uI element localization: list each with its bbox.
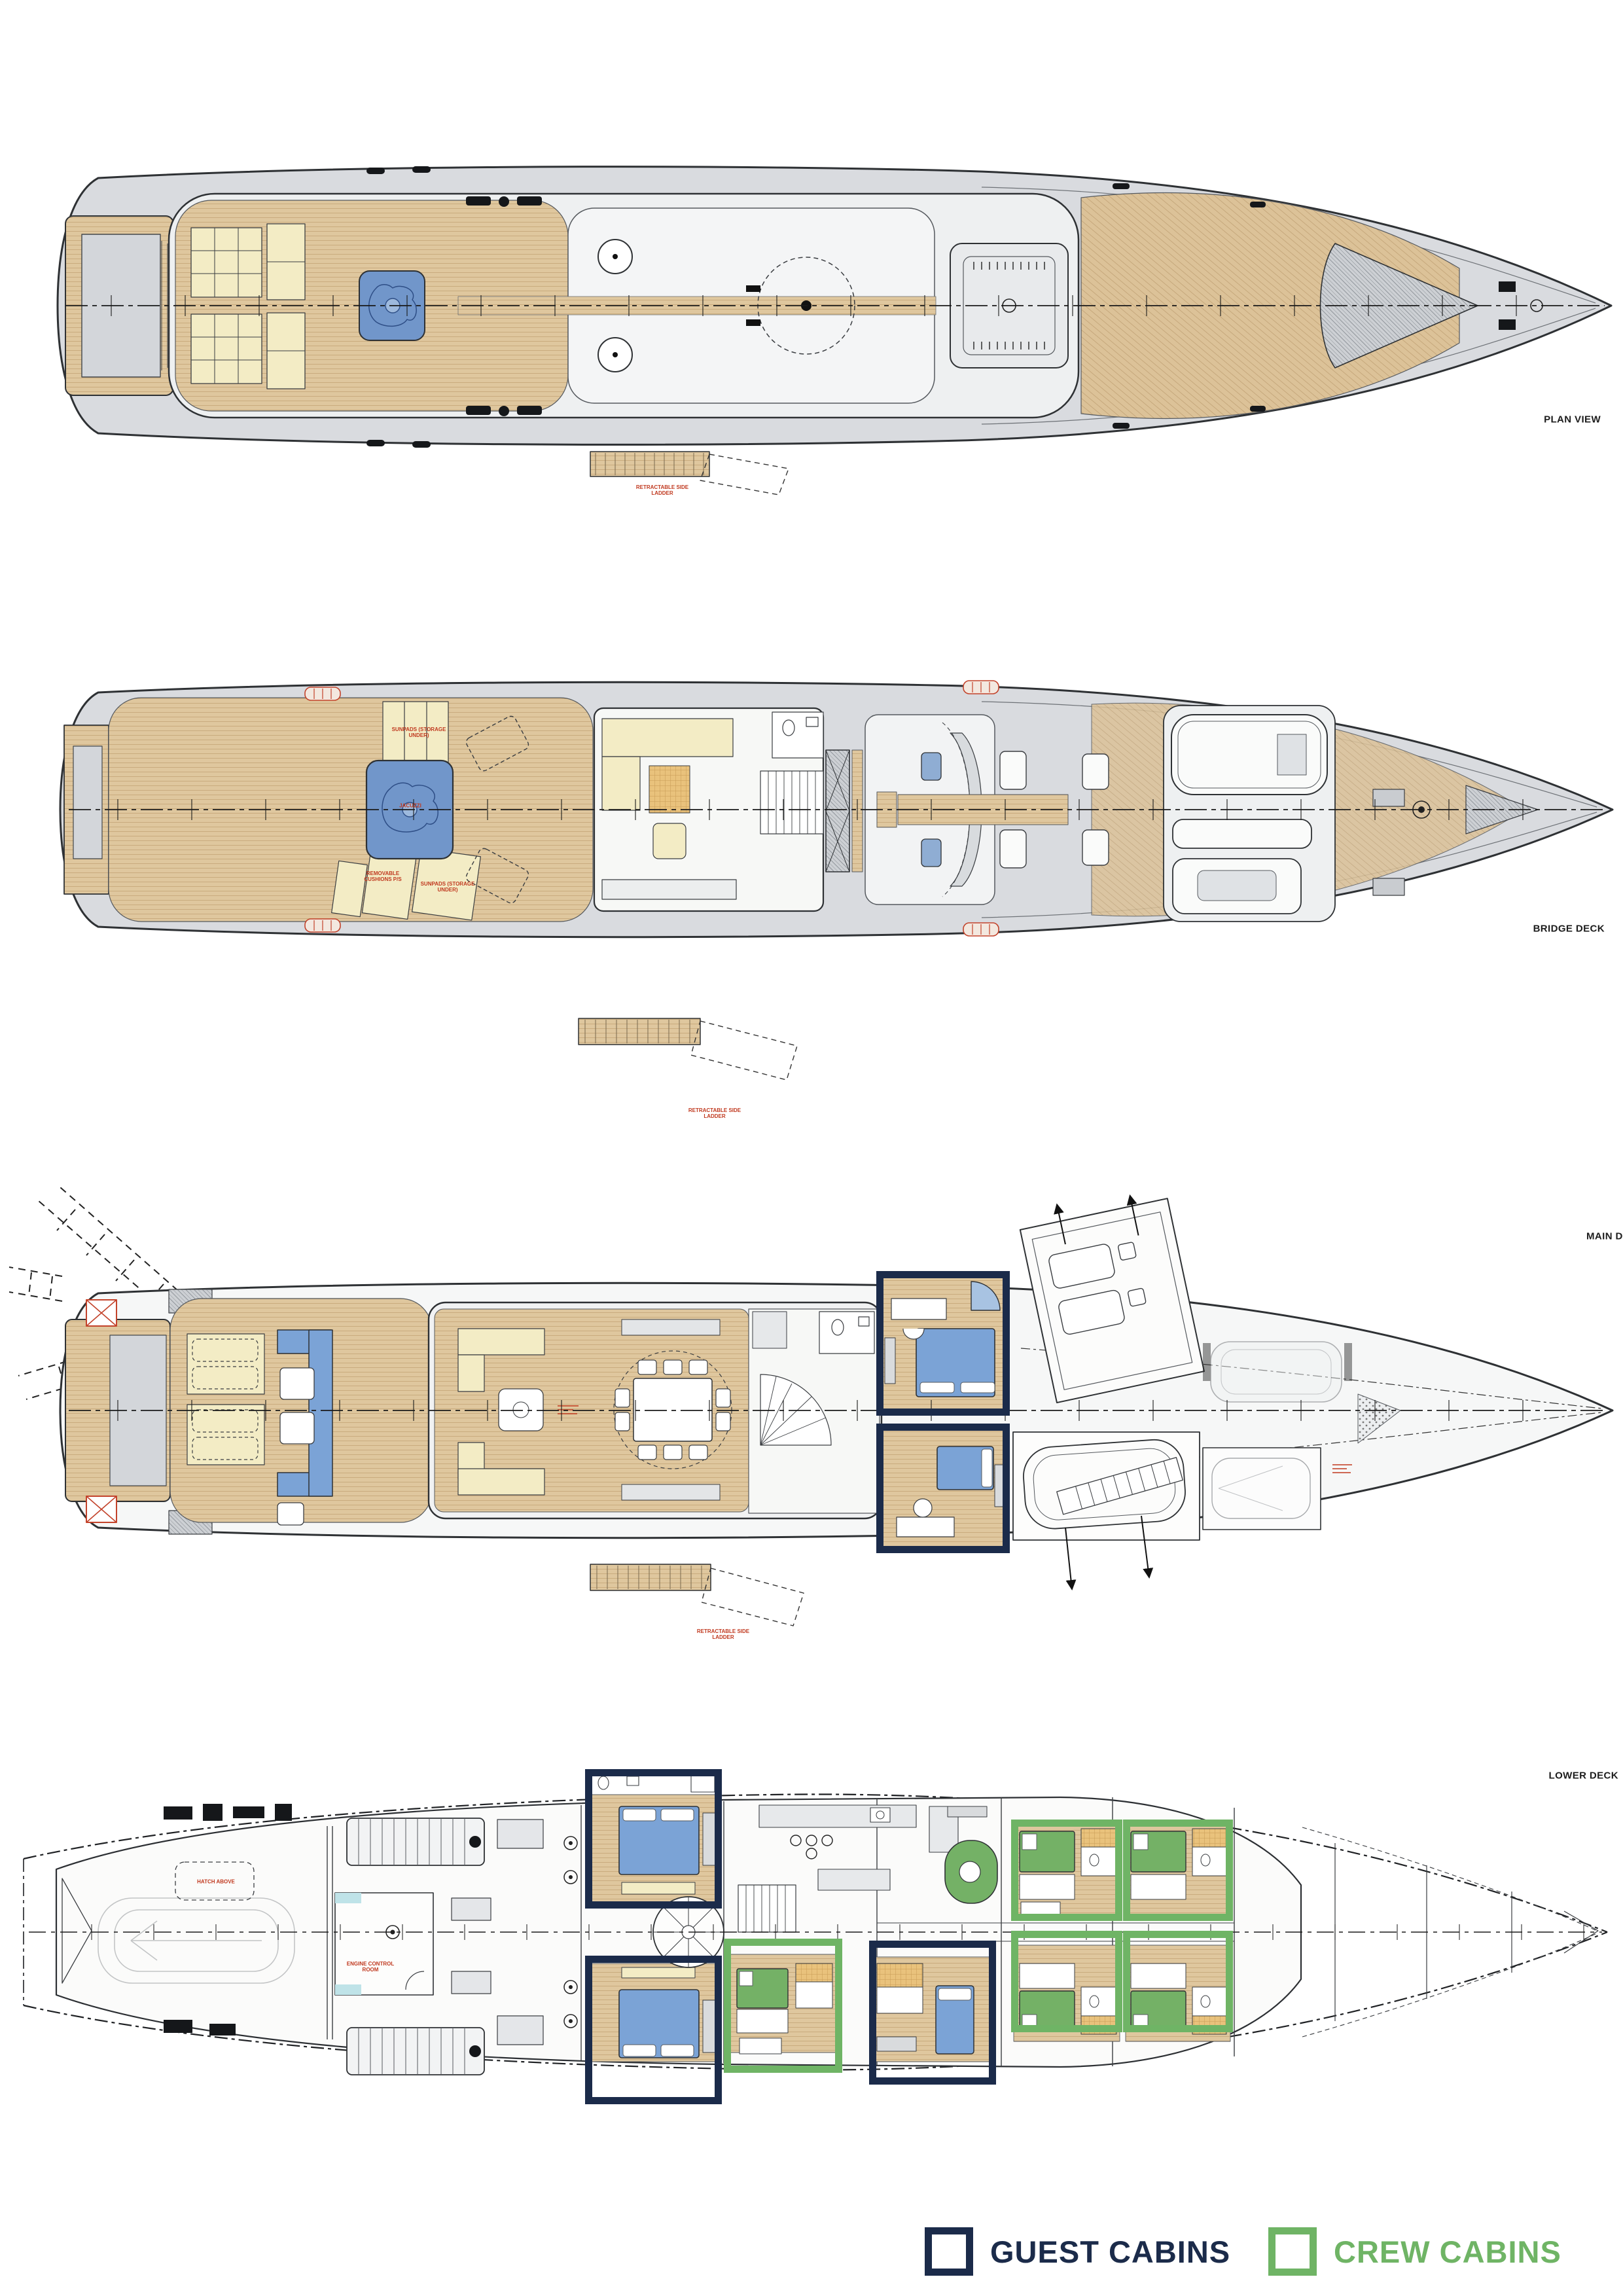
plan-annotation: SUNPADS (STORAGE UNDER) [420, 881, 475, 893]
side-ladder [578, 1018, 798, 1081]
guest-cabin-highlight [876, 1271, 1010, 1416]
plan-annotation: ENGINE CONTROL ROOM [346, 1961, 395, 1973]
plan-annotation: RETRACTABLE SIDE LADDER [688, 1107, 741, 1119]
guest-cabin-highlight [869, 1941, 996, 2085]
engine-room [334, 1818, 578, 2075]
stairs-and-corridor [738, 1884, 796, 1933]
crew-cabins-label: CREW CABINS [1334, 2234, 1561, 2269]
lower-guest-cabin-3 [871, 1956, 994, 2062]
plan-annotation: SUNPADS (STORAGE UNDER) [391, 726, 446, 738]
wheelhouse [865, 714, 1069, 905]
guest-cabins-swatch [925, 2227, 973, 2276]
guest-cabin-1 [881, 1276, 1005, 1411]
stored-tender-ghost [1203, 1341, 1352, 1403]
side-ladder [590, 1564, 804, 1626]
sunpads [331, 701, 481, 921]
plan-annotation: JACUZZI [399, 802, 421, 809]
deck-main [9, 1187, 1614, 1626]
crew-cabins-swatch [1268, 2227, 1317, 2276]
aft-deck-furniture [187, 1329, 333, 1526]
deck-bridge [59, 680, 1614, 1081]
legend-item-guest-cabins: GUEST CABINS [925, 2227, 1230, 2276]
crew-cabin [1125, 1821, 1231, 1919]
deck-label-bridge-deck: BRIDGE DECK [1533, 923, 1605, 935]
crew-cabin-highlight [1123, 1931, 1233, 2032]
plan-annotation: REMOVABLE CUSHIONS P/S [364, 870, 402, 882]
crew-mess [944, 1806, 998, 1904]
deck-label-main-deck: MAIN DECK [1586, 1230, 1623, 1242]
engine-control-room [334, 1892, 434, 1996]
rescue-boat-bay [1202, 1447, 1352, 1530]
lower-guest-cabin-2 [586, 1963, 722, 2062]
crew-cabin-highlight [1011, 1931, 1122, 2032]
guest-cabin-highlight [876, 1424, 1010, 1553]
folding-terrace [1019, 1194, 1205, 1404]
guest-cabin-highlight [585, 1769, 722, 1909]
guest-cabins-label: GUEST CABINS [990, 2234, 1231, 2269]
guest-cabin-2 [881, 1428, 1005, 1549]
plan-annotation: HATCH ABOVE [197, 1878, 235, 1885]
deck-label-lower-deck: LOWER DECK [1548, 1770, 1618, 1782]
crew-cabin-highlight [1123, 1820, 1233, 1921]
deck-plan-view [56, 166, 1613, 495]
sunpads [190, 223, 306, 389]
deck-loungers [465, 715, 529, 904]
portholes [563, 1836, 578, 2028]
small-boat [1172, 819, 1312, 849]
tender [1171, 714, 1328, 795]
skylights [999, 751, 1109, 869]
crew-cabin-highlight [1011, 1820, 1122, 1921]
deck-label-plan-view: PLAN VIEW [1544, 414, 1601, 425]
lobby [748, 1308, 880, 1514]
tender-garage [1012, 1431, 1200, 1590]
plan-annotation: RETRACTABLE SIDE LADDER [696, 1628, 750, 1640]
side-ladder [590, 451, 789, 495]
bow-stipple [1357, 1393, 1401, 1444]
plan-annotation: RETRACTABLE SIDE LADDER [635, 484, 689, 496]
cleats [366, 166, 1266, 448]
lazarette-garage [62, 1804, 295, 2036]
jet-ski [1172, 858, 1302, 914]
hull-profile-dashdot [23, 1793, 1608, 2071]
guest-cabin-highlight [585, 1956, 722, 2104]
crew-cabin-midship [726, 1954, 840, 2054]
life-rafts [304, 680, 999, 937]
crew-cabin-highlight [724, 1939, 842, 2073]
legend-item-crew-cabins: CREW CABINS [1268, 2227, 1561, 2276]
